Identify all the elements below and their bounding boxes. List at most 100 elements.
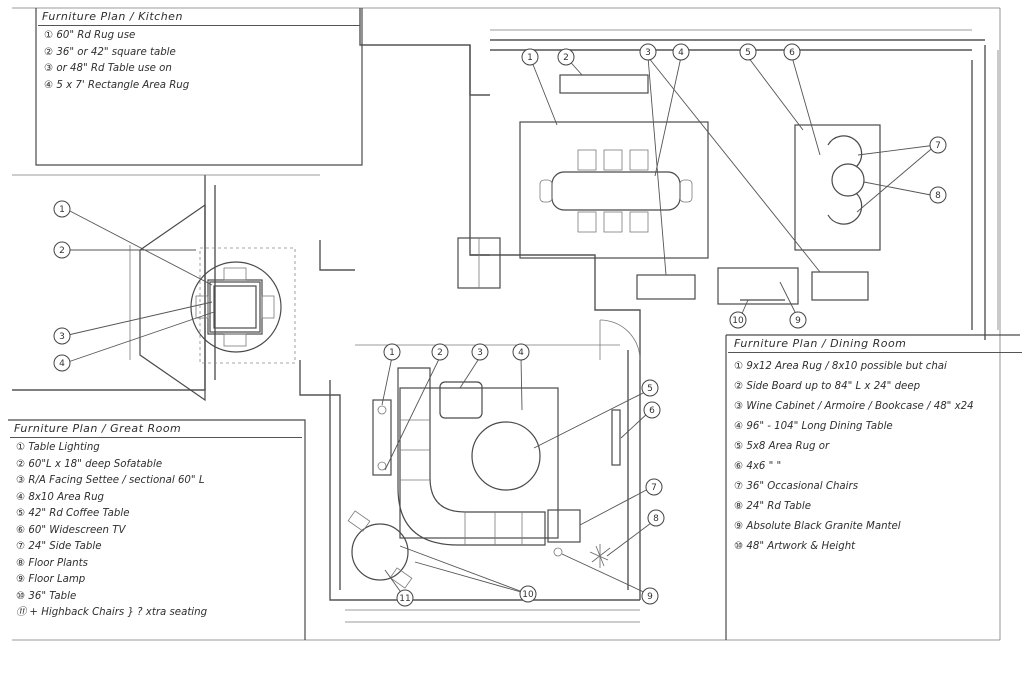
callout-g8: 8 bbox=[647, 509, 665, 527]
legend-dining-room-item: ⑧ 24" Rd Table bbox=[734, 501, 812, 512]
svg-text:7: 7 bbox=[651, 483, 657, 493]
floor-plant bbox=[589, 544, 611, 568]
occasional-chair-2 bbox=[827, 192, 863, 225]
great-room-area-rug bbox=[399, 387, 559, 539]
seating-area-rug bbox=[794, 124, 881, 251]
legend-dining-room-item: ⑤ 5x8 Area Rug or bbox=[734, 441, 830, 452]
legend-great-room-item: ⑧ Floor Plants bbox=[16, 557, 88, 569]
legend-great-room-item: ⑦ 24" Side Table bbox=[16, 541, 102, 552]
callout-d10: 10 bbox=[729, 311, 747, 329]
legend-kitchen-title: Furniture Plan / Kitchen bbox=[38, 9, 360, 26]
callout-d2: 2 bbox=[557, 48, 575, 66]
svg-text:5: 5 bbox=[745, 48, 751, 58]
svg-text:2: 2 bbox=[437, 348, 443, 358]
svg-text:6: 6 bbox=[789, 48, 795, 58]
dimension-lines bbox=[345, 29, 999, 623]
svg-text:3: 3 bbox=[59, 332, 65, 342]
legend-great-room-item: ③ R/A Facing Settee / sectional 60" L bbox=[16, 475, 205, 486]
highback-chair-2 bbox=[389, 567, 413, 589]
svg-text:10: 10 bbox=[732, 316, 744, 326]
svg-text:2: 2 bbox=[563, 53, 569, 63]
callout-k2: 2 bbox=[53, 241, 71, 259]
sofa-table bbox=[372, 399, 392, 476]
callout-g4: 4 bbox=[512, 343, 530, 361]
legend-great-room-item: ① Table Lighting bbox=[16, 442, 100, 453]
svg-text:2: 2 bbox=[59, 246, 65, 256]
floor-lamp bbox=[553, 547, 563, 557]
callout-g3: 3 bbox=[471, 343, 489, 361]
callout-d9: 9 bbox=[789, 311, 807, 329]
legend-dining-room-title: Furniture Plan / Dining Room bbox=[728, 336, 1022, 353]
wine-cabinet-2 bbox=[811, 271, 869, 301]
kitchen-area-rug bbox=[207, 279, 263, 335]
occasional-chair-1 bbox=[827, 135, 863, 168]
callout-k3: 3 bbox=[53, 327, 71, 345]
svg-text:1: 1 bbox=[527, 53, 533, 63]
legend-dining-room-item: ④ 96" - 104" Long Dining Table bbox=[734, 421, 893, 432]
legend-great-room-item: ⑤ 42" Rd Coffee Table bbox=[16, 508, 130, 519]
legend-kitchen-item: ① 60" Rd Rug use bbox=[44, 30, 136, 41]
callout-g2: 2 bbox=[431, 343, 449, 361]
kitchen-square-table bbox=[209, 281, 261, 333]
legend-dining-room-item: ② Side Board up to 84" L x 24" deep bbox=[734, 381, 921, 392]
svg-text:1: 1 bbox=[59, 205, 65, 215]
svg-text:7: 7 bbox=[935, 141, 941, 151]
legend-great-room-item: ⑪ + Highback Chairs } ? xtra seating bbox=[16, 607, 208, 618]
legend-great-room-item: ④ 8x10 Area Rug bbox=[16, 491, 104, 503]
svg-text:8: 8 bbox=[653, 514, 659, 524]
callout-g6: 6 bbox=[643, 401, 661, 419]
dining-table bbox=[551, 171, 681, 211]
legend-great-room: Furniture Plan / Great Room ① Table Ligh… bbox=[10, 421, 302, 624]
callout-g7: 7 bbox=[645, 478, 663, 496]
settee bbox=[439, 381, 483, 419]
sectional-sofa bbox=[397, 367, 546, 546]
callout-g10: 10 bbox=[519, 585, 537, 603]
legend-dining-room-item: ③ Wine Cabinet / Armoire / Bookcase / 48… bbox=[734, 401, 974, 412]
callout-d1: 1 bbox=[521, 48, 539, 66]
svg-text:4: 4 bbox=[518, 348, 524, 358]
svg-text:5: 5 bbox=[647, 384, 653, 394]
legend-great-room-item: ② 60"L x 18" deep Sofatable bbox=[16, 458, 163, 470]
legend-dining-room-list: ① 9x12 Area Rug / 8x10 possible but chai… bbox=[728, 353, 1022, 559]
svg-text:9: 9 bbox=[795, 316, 801, 326]
legend-dining-room-item: ⑥ 4x6 " " bbox=[734, 461, 782, 472]
callout-k4: 4 bbox=[53, 354, 71, 372]
legend-kitchen: Furniture Plan / Kitchen ① 60" Rd Rug us… bbox=[38, 9, 360, 96]
legend-great-room-list: ① Table Lighting ② 60"L x 18" deep Sofat… bbox=[10, 438, 302, 624]
svg-text:4: 4 bbox=[678, 48, 684, 58]
callout-d4: 4 bbox=[672, 43, 690, 61]
legend-dining-room-item: ① 9x12 Area Rug / 8x10 possible but chai bbox=[734, 361, 947, 372]
svg-text:3: 3 bbox=[645, 48, 651, 58]
svg-text:9: 9 bbox=[647, 592, 653, 602]
callout-g11: 11 bbox=[396, 589, 414, 607]
legend-kitchen-item: ② 36" or 42" square table bbox=[44, 46, 176, 58]
callout-g9: 9 bbox=[641, 587, 659, 605]
legend-dining-room: Furniture Plan / Dining Room ① 9x12 Area… bbox=[728, 336, 1022, 559]
svg-text:10: 10 bbox=[522, 590, 534, 600]
dining-room-furniture bbox=[457, 74, 881, 305]
legend-dining-room-item: ⑨ Absolute Black Granite Mantel bbox=[734, 521, 901, 532]
side-table bbox=[547, 509, 581, 543]
wine-cabinet bbox=[636, 274, 696, 300]
round-table-36 bbox=[351, 523, 409, 581]
plan-border bbox=[12, 7, 1001, 641]
legend-dining-room-item: ⑩ 48" Artwork & Height bbox=[734, 541, 856, 552]
sideboard bbox=[559, 74, 649, 94]
legend-kitchen-item: ④ 5 x 7' Rectangle Area Rug bbox=[44, 79, 190, 91]
callout-g1: 1 bbox=[383, 343, 401, 361]
svg-text:3: 3 bbox=[477, 348, 483, 358]
granite-mantel bbox=[717, 267, 799, 305]
dining-area-rug bbox=[519, 121, 709, 259]
callout-d5: 5 bbox=[739, 43, 757, 61]
highback-chair-1 bbox=[347, 510, 371, 532]
legend-great-room-item: ⑥ 60" Widescreen TV bbox=[16, 524, 126, 536]
legend-dining-room-item: ⑦ 36" Occasional Chairs bbox=[734, 481, 859, 492]
callout-d8: 8 bbox=[929, 186, 947, 204]
svg-text:6: 6 bbox=[649, 406, 655, 416]
legend-kitchen-list: ① 60" Rd Rug use ② 36" or 42" square tab… bbox=[38, 26, 360, 96]
great-room-furniture bbox=[347, 319, 641, 589]
widescreen-tv bbox=[611, 409, 621, 466]
callout-d7: 7 bbox=[929, 136, 947, 154]
callout-g5: 5 bbox=[641, 379, 659, 397]
coffee-table bbox=[471, 421, 541, 491]
